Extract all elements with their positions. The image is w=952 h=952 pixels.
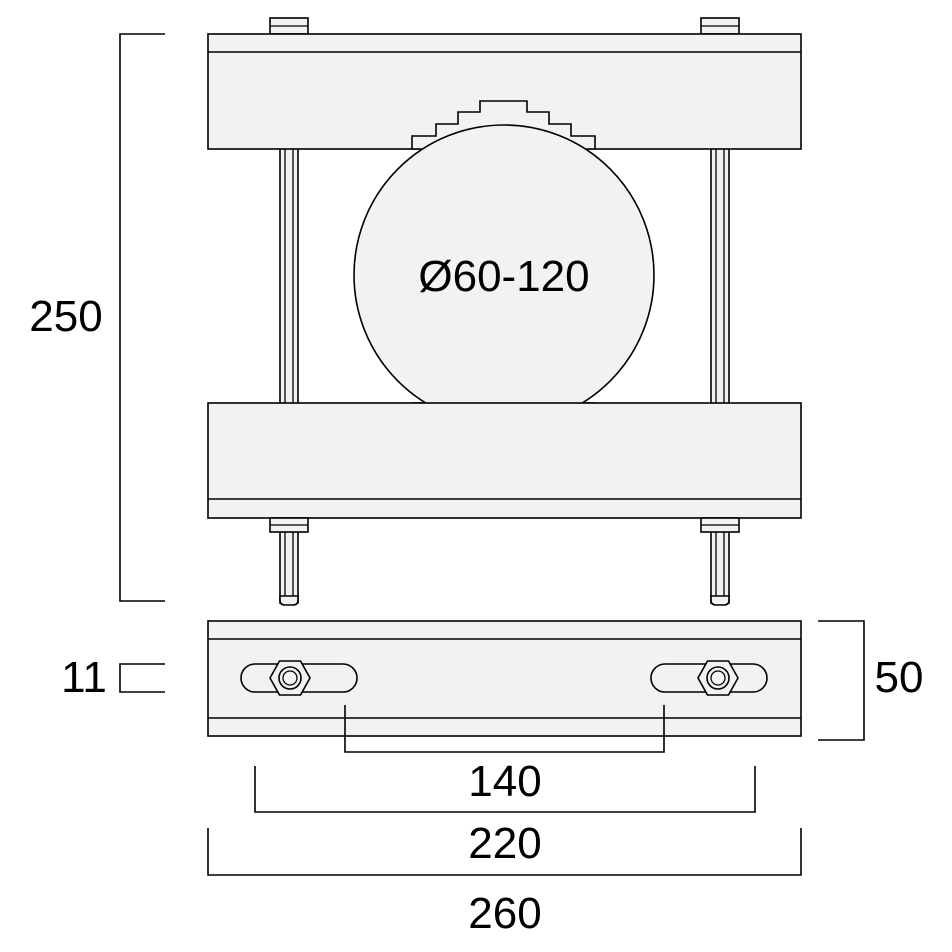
bolt-spacing-label: 220	[468, 819, 541, 868]
plate-height-dimension: 50	[818, 620, 924, 741]
bottom-clamp-block	[207, 402, 802, 519]
top-nut-left	[269, 17, 309, 35]
slot-right	[650, 660, 768, 696]
slot-width-dimension: 11	[61, 653, 165, 702]
overall-width-label: 260	[468, 889, 541, 938]
height-dimension: 250	[29, 33, 165, 602]
slot-left	[240, 660, 358, 696]
bottom-nut-left	[269, 517, 309, 533]
slot-spacing-label: 140	[468, 757, 541, 806]
top-nut-right	[700, 17, 740, 35]
bottom-nut-right	[700, 517, 740, 533]
rod-end-left	[279, 595, 299, 606]
pipe-section: Ø60-120	[353, 100, 655, 450]
plate-view: 11 50 140 220 260	[61, 620, 924, 938]
slot-spacing-dimension: 140	[344, 705, 665, 806]
overall-width-dimension: 260	[207, 828, 802, 938]
rod-end-right	[710, 595, 730, 606]
pipe-diameter-label: Ø60-120	[418, 252, 589, 301]
slot-width-label: 11	[61, 653, 107, 702]
height-dimension-label: 250	[29, 292, 102, 341]
plate-height-label: 50	[875, 653, 924, 702]
bolt-spacing-dimension: 220	[254, 766, 756, 868]
front-view: Ø60-120 250	[29, 17, 802, 606]
